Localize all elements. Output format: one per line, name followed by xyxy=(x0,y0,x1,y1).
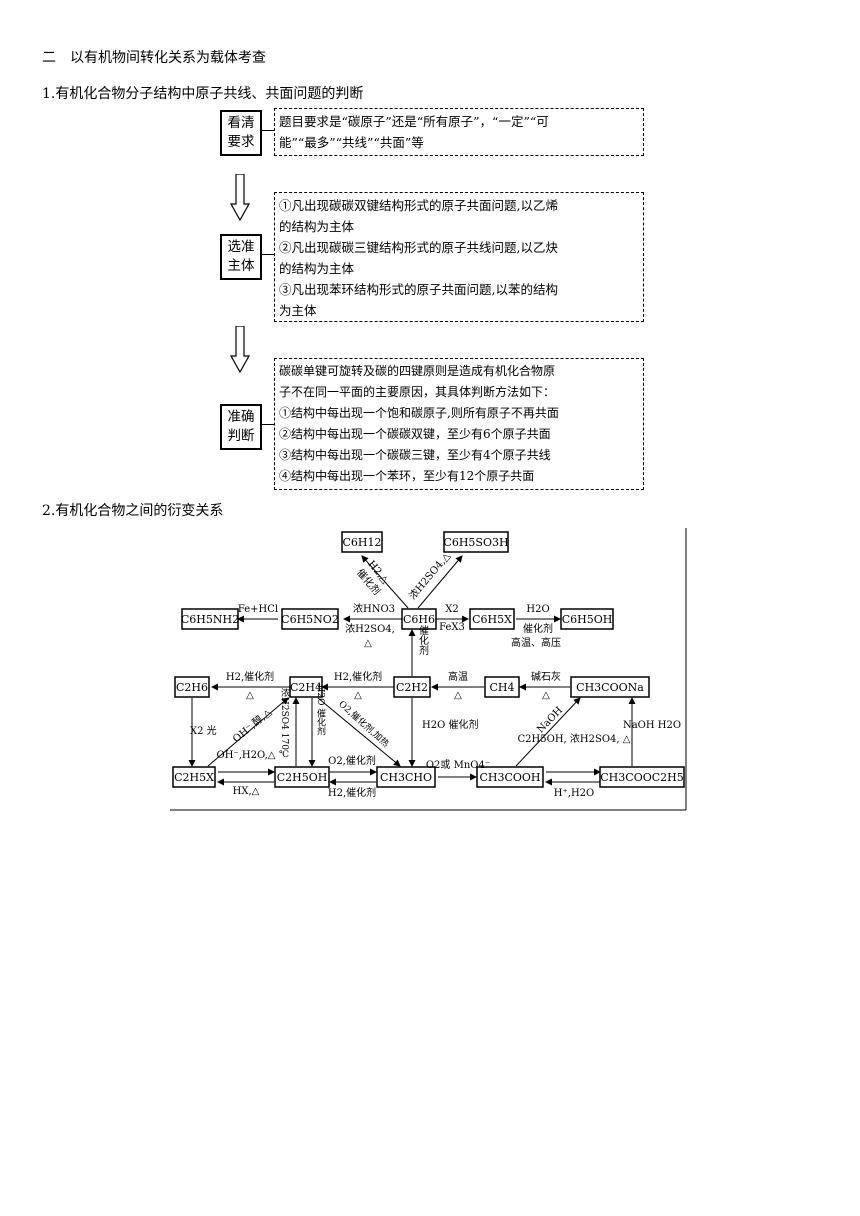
step2-label: 选准主体 xyxy=(220,234,262,280)
node-c6h5nh2: C6H5NH2 xyxy=(181,613,239,626)
label-delta-nitration: △ xyxy=(364,638,372,649)
label-h2o-cat-2: H2O 催化剂 xyxy=(422,718,478,731)
node-c2h5oh: C2H5OH xyxy=(277,771,328,784)
label-x2: X2 xyxy=(445,604,458,615)
label-delta-2: △ xyxy=(354,690,362,701)
step3-text: 碳碳单键可旋转及碳的四键原则是造成有机化合物原子不在同一平面的主要原因，其具体判… xyxy=(274,358,644,490)
node-box-c6h5no2 xyxy=(281,608,339,630)
node-c2h4: C2H4 xyxy=(290,681,322,694)
node-c2h2: C2H2 xyxy=(396,681,428,694)
down-arrow-icon xyxy=(229,326,251,374)
item1-title: 1.有机化合物分子结构中原子共线、共面问题的判断 xyxy=(42,86,364,102)
node-box-ch3cho xyxy=(376,766,436,788)
node-ch3cho: CH3CHO xyxy=(380,771,432,784)
node-c6h5x: C6H5X xyxy=(472,613,512,626)
label-oh-alc: OH⁻,醇,△ xyxy=(230,705,274,745)
label-h2-cat-3: H2,催化剂 xyxy=(328,786,376,799)
node-box-c6h5so3h xyxy=(443,531,509,553)
node-ch3cooc2h5: CH3COOC2H5 xyxy=(600,771,683,784)
node-ch3cooh: CH3COOH xyxy=(479,771,540,784)
label-fex3: FeX3 xyxy=(439,622,465,633)
section-title: 二 以有机物间转化关系为载体考查 xyxy=(42,50,266,66)
label-o2-cat: O2,催化剂 xyxy=(328,754,376,767)
label-h-h2o: H⁺,H2O xyxy=(554,788,594,799)
node-ch3coona: CH3COONa xyxy=(576,681,644,694)
label-oh-h2o: OH⁻,H2O,△ xyxy=(217,750,276,761)
node-box-c2h5x xyxy=(172,766,216,788)
label-c2h5oh-cond: C2H5OH, 浓H2SO4, △ xyxy=(518,733,631,745)
step1-text: 题目要求是“碳原子”还是“所有原子”，“一定”“可能”“最多”“共线”“共面”等 xyxy=(274,108,644,156)
label-o2-cat-heat: O2,催化剂,加热 xyxy=(336,698,391,750)
step2-text: ①凡出现碳碳双键结构形式的原子共面问题,以乙烯的结构为主体 ②凡出现碳碳三键结构… xyxy=(274,192,644,322)
label-cat-phenol: 催化剂 xyxy=(523,622,553,635)
label-h2-cat-1: H2,催化剂 xyxy=(226,670,274,683)
coplanarity-flowchart: 看清要求 题目要求是“碳原子”还是“所有原子”，“一定”“可能”“最多”“共线”… xyxy=(210,104,646,492)
node-box-c6h12 xyxy=(341,531,383,553)
node-c6h12: C6H12 xyxy=(342,536,381,549)
step3-label: 准确判断 xyxy=(220,404,262,450)
node-c2h6: C2H6 xyxy=(176,681,208,694)
node-ch4: CH4 xyxy=(489,681,514,694)
node-c6h5no2: C6H5NO2 xyxy=(281,613,339,626)
item2-title: 2.有机化合物之间的衍变关系 xyxy=(42,503,224,519)
node-box-c6h5x xyxy=(469,608,515,630)
label-hx: HX,△ xyxy=(233,786,260,797)
label-naoh: NaOH xyxy=(535,705,565,736)
node-box-c2h5oh xyxy=(274,766,330,788)
label-high-tp: 高温、高压 xyxy=(511,636,561,649)
label-o2-or-mno4: O2或 MnO4⁻ xyxy=(426,759,490,771)
label-h2o: H2O xyxy=(526,604,549,615)
node-box-ch3coona xyxy=(570,676,650,698)
node-c2h5x: C2H5X xyxy=(174,771,214,784)
label-hno3: 浓HNO3 xyxy=(353,603,395,615)
node-c6h5oh: C6H5OH xyxy=(562,613,613,626)
organic-conversion-diagram: C6H12 C6H5SO3H C6H5NH2 C6H5NO2 C6H6 C6H5X C6H5… xyxy=(170,528,687,811)
node-c6h5so3h: C6H5SO3H xyxy=(443,536,508,549)
node-c6h6: C6H6 xyxy=(403,613,435,626)
node-box-c6h5oh xyxy=(560,608,614,630)
label-delta-4: △ xyxy=(542,690,550,701)
label-h2so4-170: 浓H2SO4 170℃ xyxy=(279,688,290,760)
label-delta-1: △ xyxy=(246,690,254,701)
label-x2-light: X2 光 xyxy=(190,724,217,737)
node-box-ch3cooc2h5 xyxy=(599,766,685,788)
label-fe-hcl: Fe+HCl xyxy=(238,604,278,615)
node-box-ch3cooh xyxy=(476,766,544,788)
label-high-temp: 高温 xyxy=(448,670,468,683)
step1-label: 看清要求 xyxy=(220,110,262,156)
label-soda-lime: 碱石灰 xyxy=(531,670,561,683)
down-arrow-icon xyxy=(229,174,251,222)
label-h2-cat-2: H2,催化剂 xyxy=(334,670,382,683)
label-h2so4-b: 浓H2SO4, xyxy=(345,623,395,635)
label-naoh-h2o: NaOH H2O xyxy=(623,720,681,731)
label-cat-vertical: 催化剂 xyxy=(417,624,429,656)
node-box-c2h6 xyxy=(174,676,210,698)
label-delta-3: △ xyxy=(454,690,462,701)
label-h2o-cat: H2O 催化剂 xyxy=(315,685,326,737)
